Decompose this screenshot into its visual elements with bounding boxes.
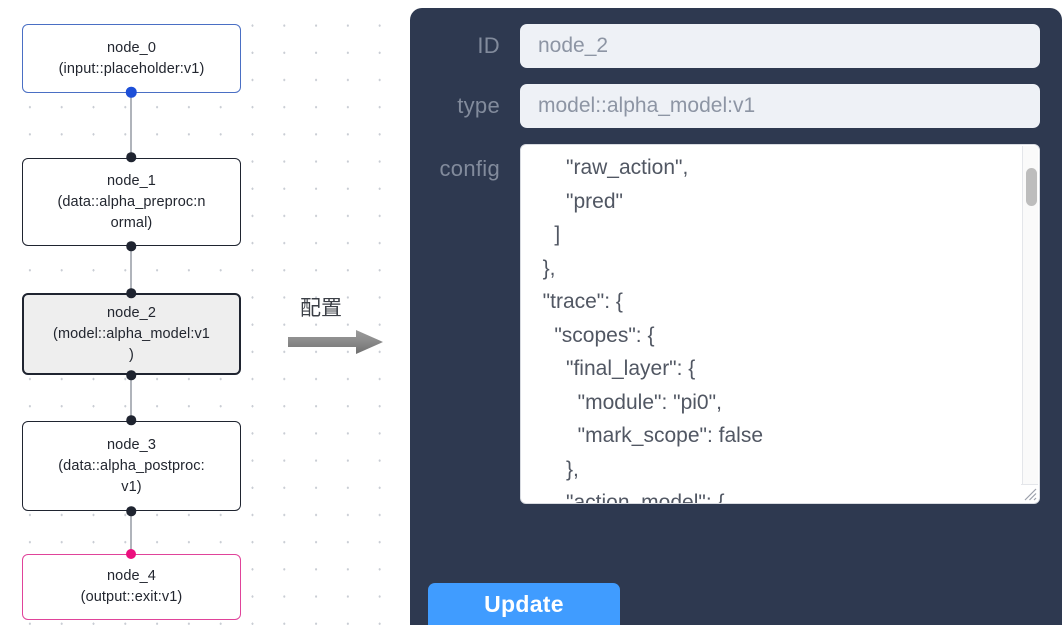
config-scrollbar-thumb[interactable] <box>1026 168 1037 206</box>
type-input[interactable] <box>520 84 1040 128</box>
node-label: node_3 (data::alpha_postproc: v1) <box>58 436 205 495</box>
node_3-input-port[interactable] <box>126 415 136 425</box>
graph-node-node_1[interactable]: node_1 (data::alpha_preproc:n ormal) <box>22 158 241 246</box>
config-field-row: config "raw_action", "pred" ] }, "trace"… <box>428 144 1040 504</box>
edge-node1-node2 <box>130 245 132 295</box>
id-input[interactable] <box>520 24 1040 68</box>
node_3-output-port[interactable] <box>126 506 136 516</box>
node-label: node_2 (model::alpha_model:v1 ) <box>53 304 210 363</box>
graph-node-node_2[interactable]: node_2 (model::alpha_model:v1 ) <box>22 293 241 375</box>
node_2-input-port[interactable] <box>126 288 136 298</box>
node_0-output-port[interactable] <box>125 86 137 98</box>
right-arrow-icon <box>288 330 383 354</box>
node_4-input-port[interactable] <box>126 549 136 559</box>
annotation-group: 配置 <box>286 296 394 360</box>
update-button[interactable]: Update <box>428 583 620 625</box>
config-textarea-wrap[interactable]: "raw_action", "pred" ] }, "trace": { "sc… <box>520 144 1040 504</box>
graph-node-node_4[interactable]: node_4 (output::exit:v1) <box>22 554 241 620</box>
id-field-label: ID <box>477 33 500 58</box>
resize-handle-icon[interactable] <box>1021 484 1038 502</box>
annotation-label: 配置 <box>300 296 342 320</box>
edge-node0-node1 <box>130 90 132 158</box>
node_1-output-port[interactable] <box>126 241 136 251</box>
node-inspector-panel: ID type config "raw_action", "pred" ] },… <box>410 8 1062 625</box>
node-label: node_4 (output::exit:v1) <box>80 568 183 605</box>
node-label: node_1 (data::alpha_preproc:n ormal) <box>57 172 206 231</box>
node_2-output-port[interactable] <box>126 370 136 380</box>
node_1-input-port[interactable] <box>126 152 136 162</box>
config-field-label: config <box>439 156 500 181</box>
edge-node2-node3 <box>130 374 132 422</box>
graph-node-node_0[interactable]: node_0 (input::placeholder:v1) <box>22 24 241 93</box>
type-field-row: type <box>428 84 1040 128</box>
type-field-label: type <box>457 93 500 118</box>
config-scrollbar[interactable] <box>1022 146 1038 502</box>
graph-node-node_3[interactable]: node_3 (data::alpha_postproc: v1) <box>22 421 241 511</box>
edge-node3-node4 <box>130 510 132 555</box>
config-textarea[interactable]: "raw_action", "pred" ] }, "trace": { "sc… <box>542 156 763 503</box>
node-label: node_0 (input::placeholder:v1) <box>58 39 205 77</box>
id-field-row: ID <box>428 24 1040 68</box>
